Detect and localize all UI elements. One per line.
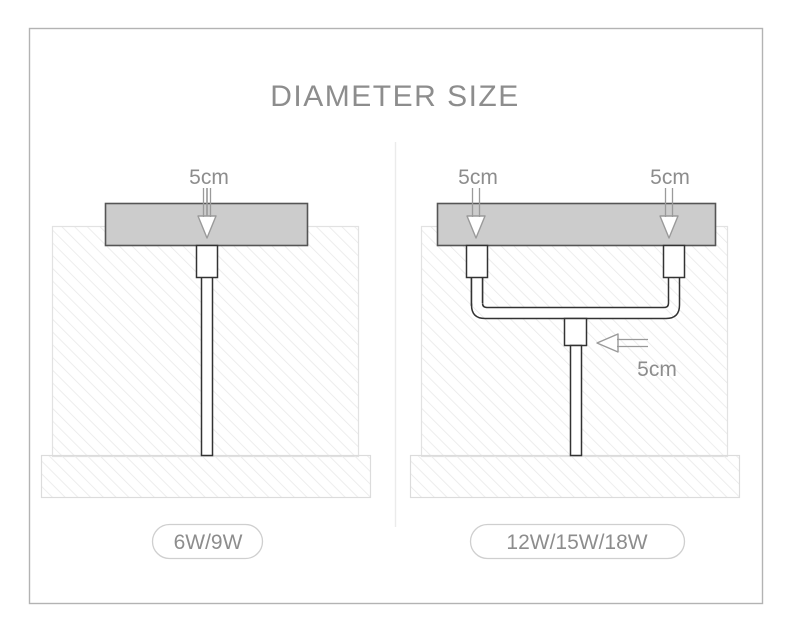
outer-frame xyxy=(28,27,764,605)
right-left-pipe-collar xyxy=(465,244,489,279)
right-right-measure-arrow-icon xyxy=(659,188,679,239)
left-pipe-collar xyxy=(195,244,219,279)
right-right-measure-label: 5cm xyxy=(650,166,690,189)
right-center-measure-label: 5cm xyxy=(637,358,677,381)
left-measure-label: 5cm xyxy=(189,166,229,189)
right-caption-label: 12W/15W/18W xyxy=(506,531,647,554)
left-caption-pill xyxy=(151,523,264,560)
right-right-pipe-collar xyxy=(662,244,686,279)
right-center-measure-arrow-icon xyxy=(596,333,648,353)
left-pipe-shaft xyxy=(200,275,214,457)
right-left-measure-label: 5cm xyxy=(458,166,498,189)
right-tee-collar xyxy=(563,317,588,347)
left-panel: 5cm 6W/9W xyxy=(40,166,372,560)
page-title: DIAMETER SIZE xyxy=(270,80,520,113)
left-measure-arrow-icon xyxy=(197,188,217,239)
right-caption-pill xyxy=(469,523,686,560)
left-caption-label: 6W/9W xyxy=(174,531,243,554)
right-drop-pipe xyxy=(569,344,583,457)
right-left-measure-arrow-icon xyxy=(466,188,486,239)
left-floor-slab xyxy=(40,454,372,499)
right-panel: 5cm 5cm 5cm 12W/15W/18W xyxy=(409,166,741,560)
right-floor-slab xyxy=(409,454,741,499)
